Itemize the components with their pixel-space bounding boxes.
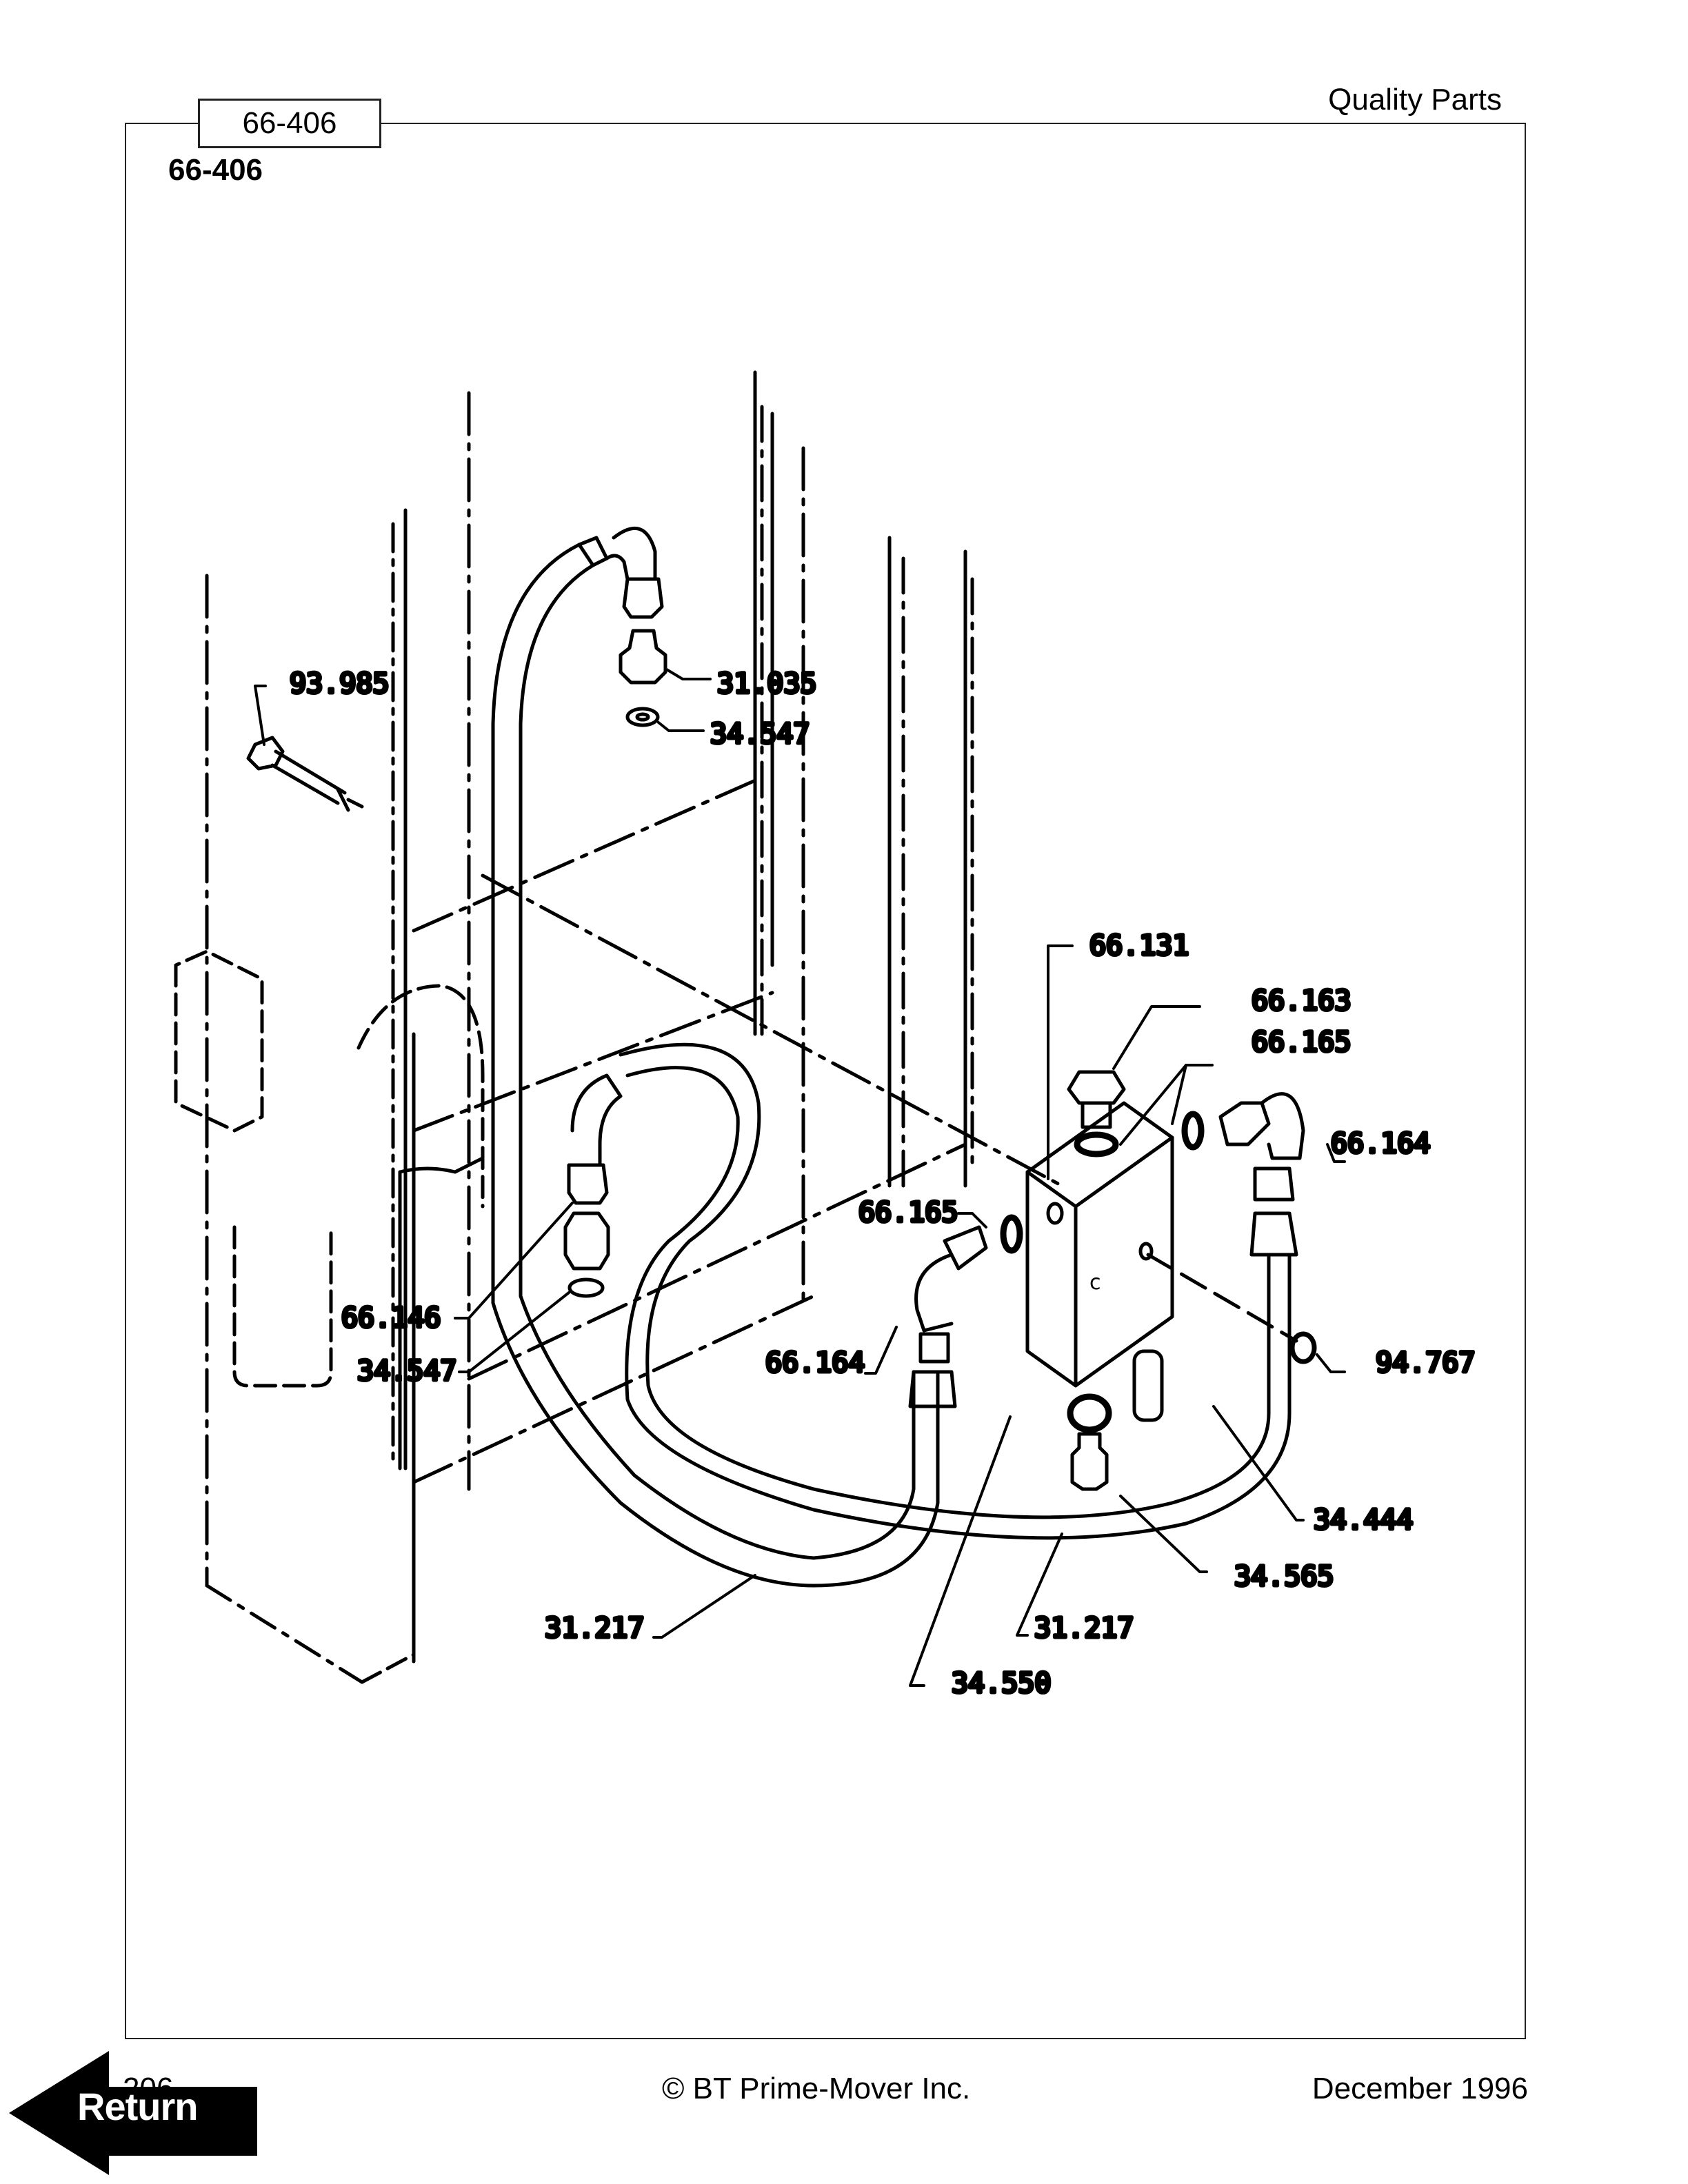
arrow-left-icon — [9, 2051, 257, 2175]
copyright: © BT Prime-Mover Inc. — [662, 2072, 971, 2105]
callout-34-547-top: 34.547 — [710, 718, 810, 750]
page-frame — [125, 123, 1526, 2039]
page-tab-label: 66-406 — [198, 99, 381, 148]
callout-34-565: 34.565 — [1234, 1561, 1334, 1593]
callout-94-767: 94.767 — [1376, 1347, 1476, 1379]
callout-93-985: 93.985 — [290, 668, 390, 700]
callout-31-217-left: 31.217 — [545, 1612, 645, 1644]
callout-31-035: 31.035 — [717, 668, 817, 700]
return-label: Return — [77, 2085, 198, 2128]
leader-lines — [254, 667, 1346, 1687]
callout-34-550: 34.550 — [952, 1668, 1052, 1699]
return-button[interactable]: Return — [6, 2051, 257, 2175]
callout-31-217-right: 31.217 — [1034, 1612, 1134, 1644]
nut-94767 — [1289, 1331, 1317, 1364]
elbow-right — [1181, 1092, 1305, 1257]
callout-66-164-right: 66.164 — [1331, 1128, 1431, 1160]
publication-date: December 1996 — [1312, 2072, 1528, 2105]
callout-labels: 93.985 31.035 34.547 66.131 66.163 66.16… — [288, 667, 1478, 1701]
callout-66-165-top: 66.165 — [1252, 1027, 1352, 1058]
brand-header: Quality Parts — [1328, 83, 1502, 117]
hose-upper — [491, 526, 940, 1588]
mast-structure — [174, 370, 1064, 1684]
callout-66-146: 66.146 — [341, 1302, 441, 1334]
svg-text:c: c — [1089, 1271, 1101, 1295]
callout-66-164-left: 66.164 — [765, 1347, 865, 1379]
fitting-stack-lower — [563, 1073, 623, 1298]
plug-top — [1067, 1070, 1126, 1157]
callout-34-547-bottom: 34.547 — [357, 1355, 457, 1387]
bolt-93985 — [246, 736, 364, 812]
callout-66-163: 66.163 — [1252, 985, 1352, 1017]
fittings-lower-block — [1067, 1349, 1164, 1491]
fitting-stack-top — [619, 577, 667, 727]
callout-66-131: 66.131 — [1089, 930, 1189, 962]
elbow-left — [908, 1214, 1023, 1408]
section-title: 66-406 — [168, 153, 263, 187]
callout-34-444: 34.444 — [1314, 1504, 1414, 1536]
callout-66-165-left: 66.165 — [858, 1197, 958, 1228]
hose-lower — [619, 1042, 1292, 1540]
